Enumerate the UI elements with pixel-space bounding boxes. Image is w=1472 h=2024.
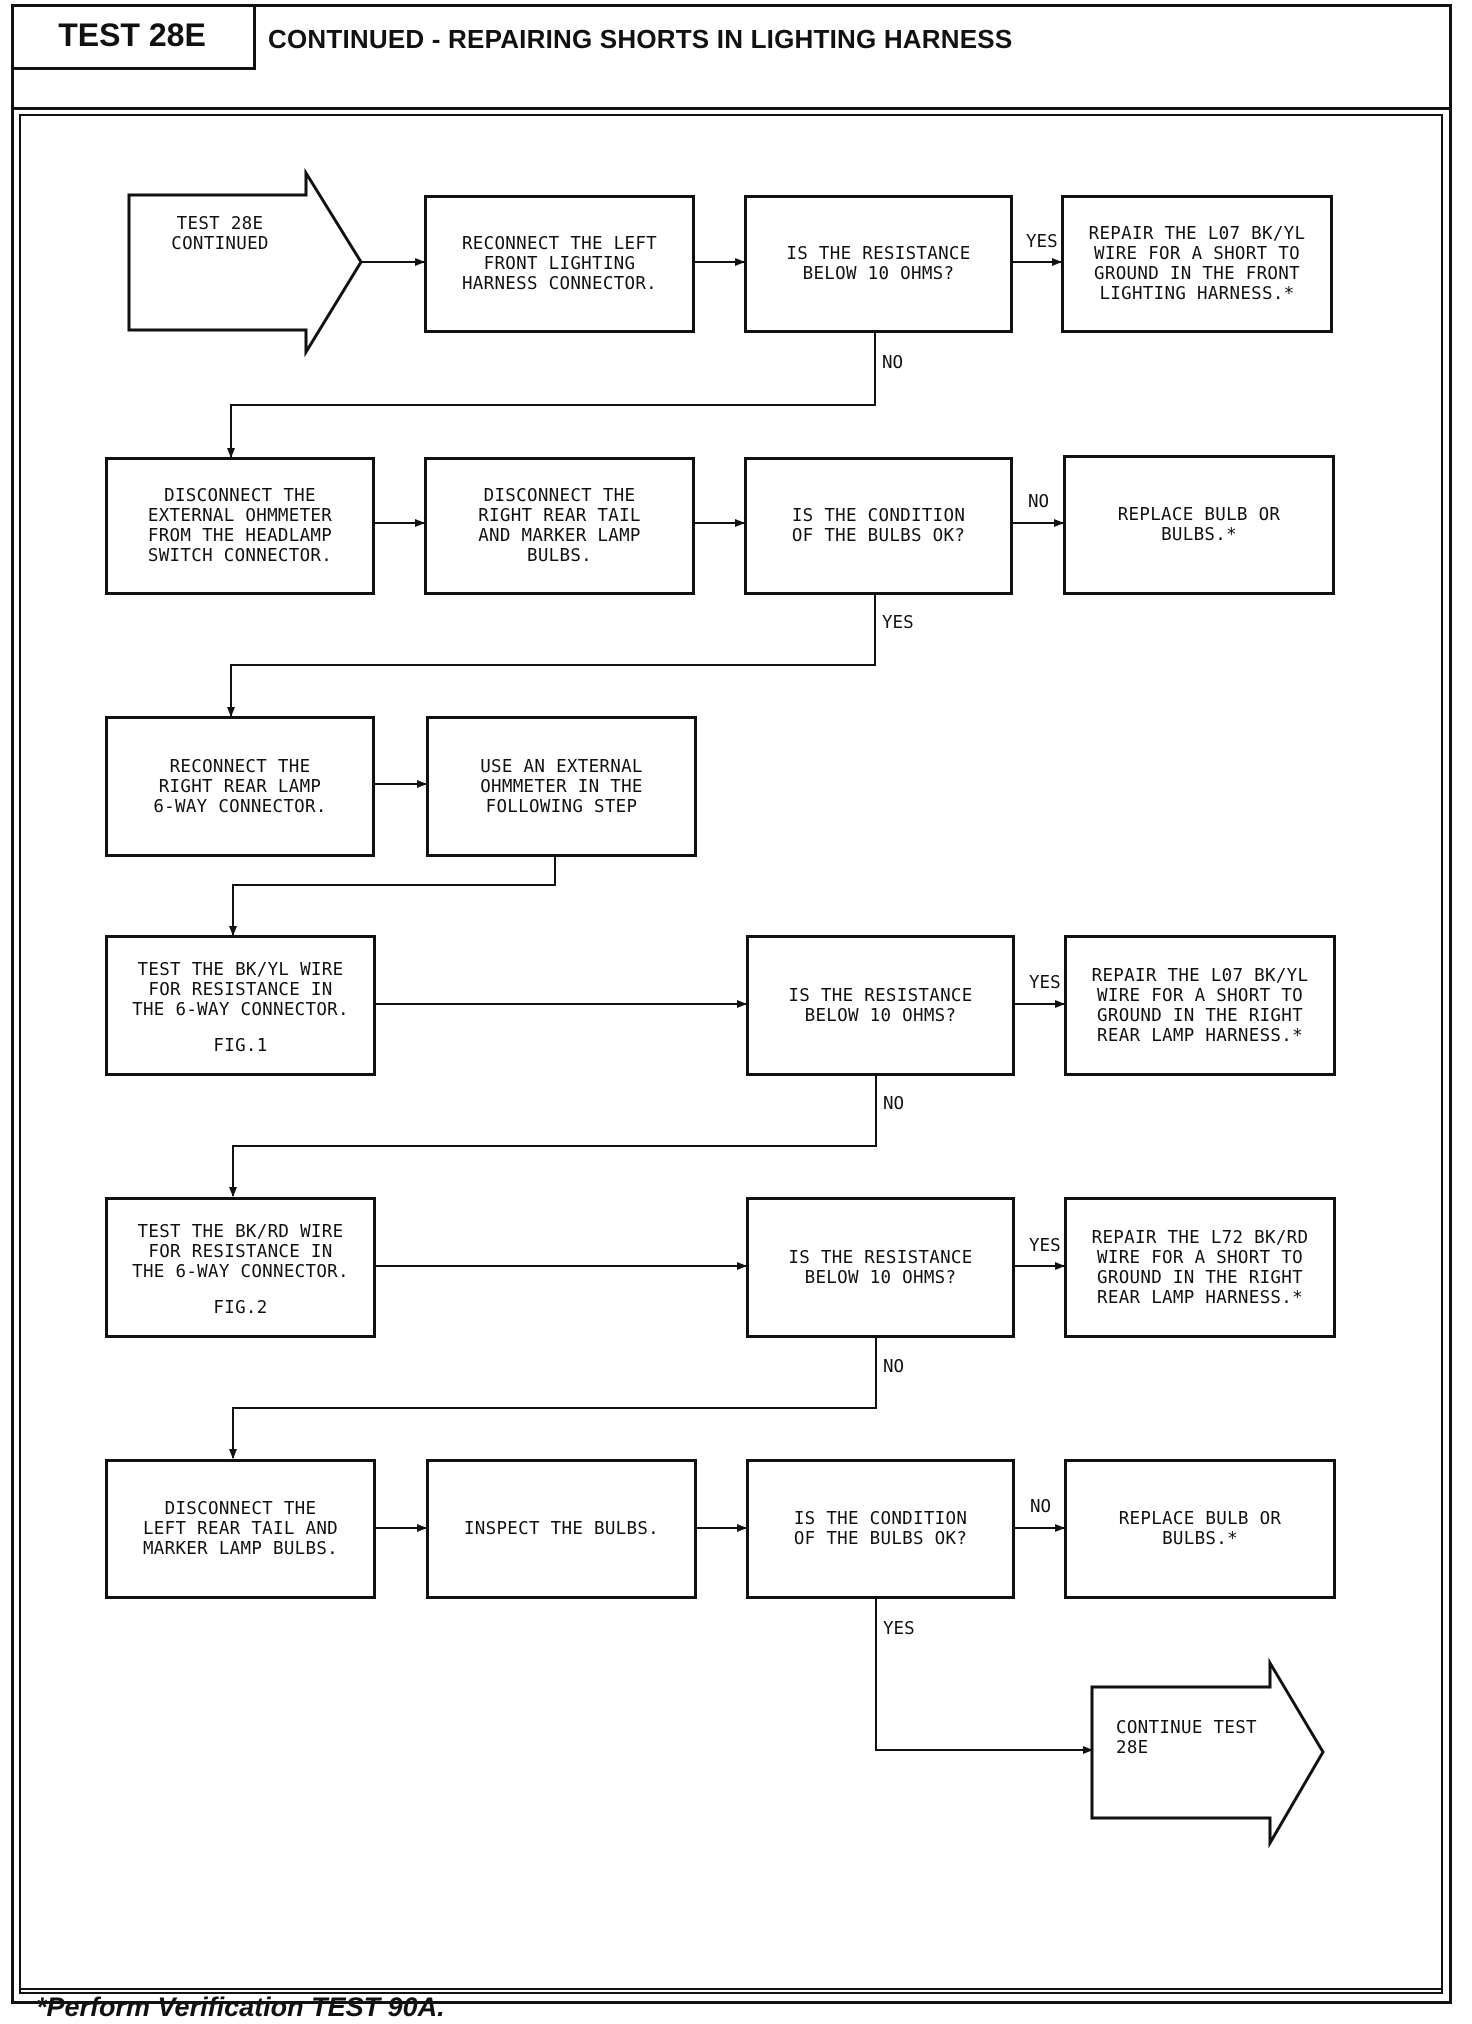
start-arrow-label: TEST 28E CONTINUED xyxy=(171,214,269,254)
test-id: TEST 28E xyxy=(11,4,256,70)
decision-bulbs-ok-1: IS THE CONDITION OF THE BULBS OK? xyxy=(744,457,1013,595)
step-reconnect-left-front: RECONNECT THE LEFT FRONT LIGHTING HARNES… xyxy=(424,195,695,333)
branch-no-label: NO xyxy=(883,1357,905,1377)
step-inspect-bulbs: INSPECT THE BULBS. xyxy=(426,1459,697,1599)
branch-yes-label: YES xyxy=(882,613,914,633)
connector xyxy=(229,1072,877,1197)
branch-yes-label: YES xyxy=(1029,1236,1061,1256)
header-bar xyxy=(11,4,1452,110)
step-disconnect-left-rear-bulbs: DISCONNECT THE LEFT REAR TAIL AND MARKER… xyxy=(105,1459,376,1599)
decision-bulbs-ok-2: IS THE CONDITION OF THE BULBS OK? xyxy=(746,1459,1015,1599)
end-arrow-label: CONTINUE TEST 28E xyxy=(1116,1718,1257,1758)
repair-right-rear-bk-yl: REPAIR THE L07 BK/YL WIRE FOR A SHORT TO… xyxy=(1064,935,1336,1076)
branch-no-label: NO xyxy=(1030,1497,1052,1517)
figure-reference: FIG.1 xyxy=(213,1036,268,1056)
connector xyxy=(875,1597,1093,1754)
replace-bulbs-2: REPLACE BULB OR BULBS.* xyxy=(1064,1459,1336,1599)
branch-yes-label: YES xyxy=(883,1619,915,1639)
branch-no-label: NO xyxy=(883,1094,905,1114)
footer-note: *Perform Verification TEST 90A. xyxy=(36,1992,445,2022)
step-reconnect-right-rear: RECONNECT THE RIGHT REAR LAMP 6-WAY CONN… xyxy=(105,716,375,857)
repair-front-harness: REPAIR THE L07 BK/YL WIRE FOR A SHORT TO… xyxy=(1061,195,1333,333)
branch-yes-label: YES xyxy=(1026,232,1058,252)
decision-resistance-3: IS THE RESISTANCE BELOW 10 OHMS? xyxy=(746,1197,1015,1338)
decision-resistance-1: IS THE RESISTANCE BELOW 10 OHMS? xyxy=(744,195,1013,333)
step-disconnect-right-rear-bulbs: DISCONNECT THE RIGHT REAR TAIL AND MARKE… xyxy=(424,457,695,595)
start-arrow-shape xyxy=(127,167,363,358)
flowchart-area xyxy=(19,114,1443,1994)
step-use-external-ohmmeter: USE AN EXTERNAL OHMMETER IN THE FOLLOWIN… xyxy=(426,716,697,857)
step-disconnect-ohmmeter: DISCONNECT THE EXTERNAL OHMMETER FROM TH… xyxy=(105,457,375,595)
connector xyxy=(227,592,876,717)
end-arrow-shape xyxy=(1090,1657,1325,1849)
footer-divider xyxy=(19,1988,1443,1990)
connector xyxy=(229,855,556,936)
repair-right-rear-bk-rd: REPAIR THE L72 BK/RD WIRE FOR A SHORT TO… xyxy=(1064,1197,1336,1338)
figure-reference: FIG.2 xyxy=(213,1298,268,1318)
step-text: TEST THE BK/RD WIRE FOR RESISTANCE IN TH… xyxy=(132,1222,349,1282)
connector xyxy=(227,332,876,458)
step-test-bk-yl: TEST THE BK/YL WIRE FOR RESISTANCE IN TH… xyxy=(105,935,376,1076)
branch-yes-label: YES xyxy=(1029,973,1061,993)
page-title: CONTINUED - REPAIRING SHORTS IN LIGHTING… xyxy=(268,24,1013,54)
connector xyxy=(229,1335,877,1459)
step-test-bk-rd: TEST THE BK/RD WIRE FOR RESISTANCE IN TH… xyxy=(105,1197,376,1338)
step-text: TEST THE BK/YL WIRE FOR RESISTANCE IN TH… xyxy=(132,960,349,1020)
replace-bulbs-1: REPLACE BULB OR BULBS.* xyxy=(1063,455,1335,595)
branch-no-label: NO xyxy=(882,353,904,373)
decision-resistance-2: IS THE RESISTANCE BELOW 10 OHMS? xyxy=(746,935,1015,1076)
branch-no-label: NO xyxy=(1028,492,1050,512)
